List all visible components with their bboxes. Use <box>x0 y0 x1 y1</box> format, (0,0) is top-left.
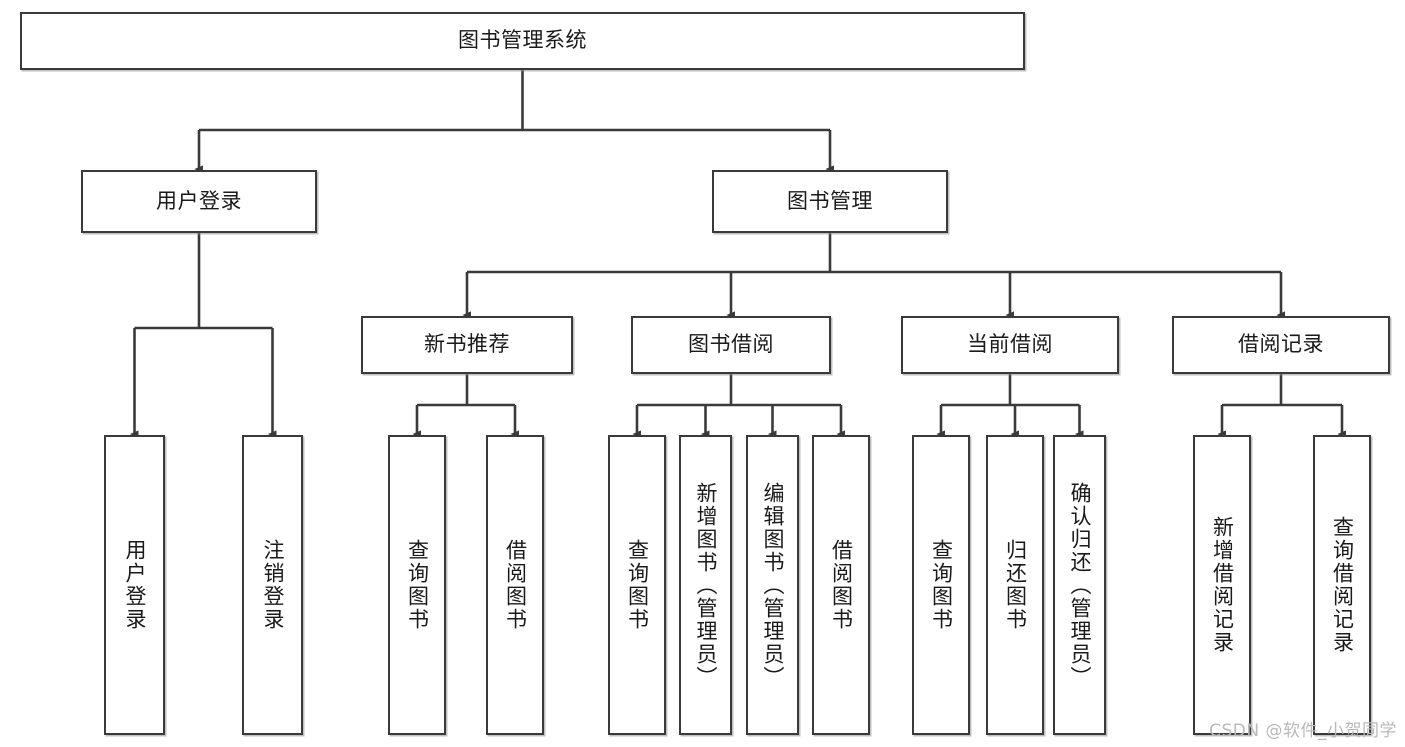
watermark-text: CSDN @软件_小贺同学 <box>1209 721 1397 741</box>
node-label: 查询图书 <box>625 539 650 631</box>
node-label: 图书管理 <box>787 188 873 213</box>
node-book-borrow[interactable]: 图书借阅 <box>631 316 831 374</box>
leaf-user-login[interactable]: 用户登录 <box>104 435 165 735</box>
leaf-confirm-return[interactable]: 确认归还（管理员） <box>1053 435 1106 735</box>
leaf-borrow-book-2[interactable]: 借阅图书 <box>812 435 870 735</box>
node-borrow-record[interactable]: 借阅记录 <box>1172 316 1390 374</box>
leaf-query-book-2[interactable]: 查询图书 <box>608 435 666 735</box>
node-label: 查询图书 <box>929 539 954 631</box>
node-label: 用户登录 <box>122 539 147 631</box>
node-user-login[interactable]: 用户登录 <box>81 170 317 233</box>
leaf-edit-book[interactable]: 编辑图书（管理员） <box>746 435 799 735</box>
node-current-borrow[interactable]: 当前借阅 <box>901 316 1119 374</box>
node-root-system[interactable]: 图书管理系统 <box>20 12 1025 70</box>
node-label: 确认归还（管理员） <box>1067 481 1092 689</box>
node-label: 图书借阅 <box>688 332 774 357</box>
leaf-add-book[interactable]: 新增图书（管理员） <box>679 435 732 735</box>
leaf-return-book[interactable]: 归还图书 <box>986 435 1044 735</box>
node-label: 查询图书 <box>405 539 430 631</box>
node-label: 借阅记录 <box>1238 332 1324 357</box>
node-label: 当前借阅 <box>967 332 1053 357</box>
node-label: 注销登录 <box>260 539 285 631</box>
node-label: 新增图书（管理员） <box>693 481 718 689</box>
node-label: 借阅图书 <box>503 539 528 631</box>
node-new-book-recommend[interactable]: 新书推荐 <box>361 316 573 374</box>
node-label: 图书管理系统 <box>458 28 587 53</box>
leaf-add-borrow-record[interactable]: 新增借阅记录 <box>1193 435 1251 735</box>
node-book-management[interactable]: 图书管理 <box>712 170 948 233</box>
node-label: 归还图书 <box>1003 539 1028 631</box>
node-label: 借阅图书 <box>829 539 854 631</box>
node-label: 新书推荐 <box>424 332 510 357</box>
leaf-logout[interactable]: 注销登录 <box>242 435 303 735</box>
leaf-borrow-book-1[interactable]: 借阅图书 <box>486 435 544 735</box>
node-label: 新增借阅记录 <box>1210 516 1235 654</box>
leaf-query-borrow-record[interactable]: 查询借阅记录 <box>1313 435 1371 735</box>
leaf-query-book-1[interactable]: 查询图书 <box>388 435 446 735</box>
node-label: 用户登录 <box>156 188 242 213</box>
node-label: 编辑图书（管理员） <box>760 481 785 689</box>
leaf-query-book-3[interactable]: 查询图书 <box>912 435 970 735</box>
node-label: 查询借阅记录 <box>1330 516 1355 654</box>
